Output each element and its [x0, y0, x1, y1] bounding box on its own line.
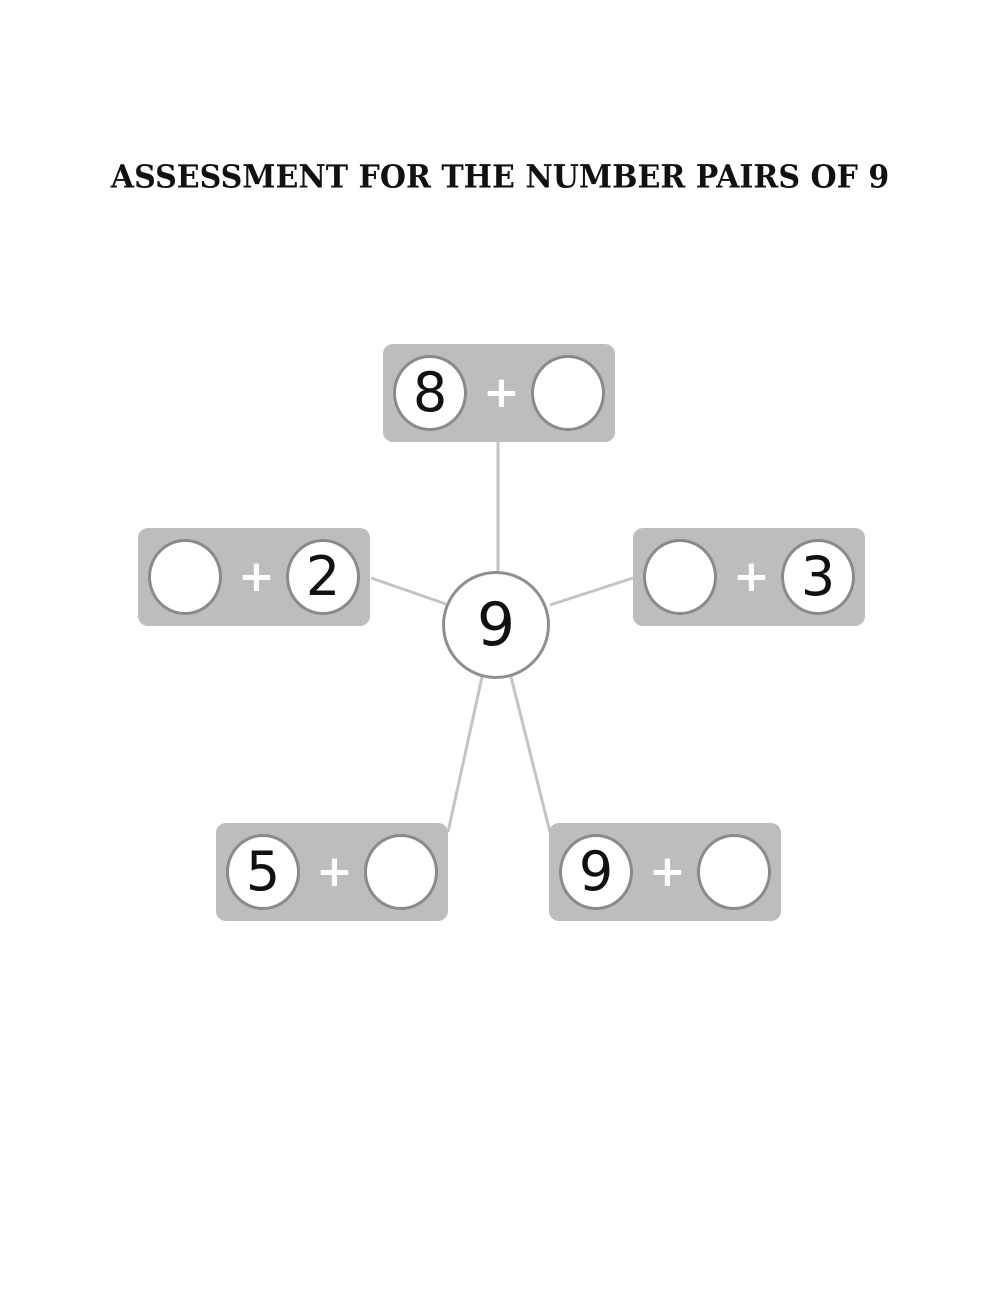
- plus-sign: +: [733, 551, 770, 602]
- plus-sign: +: [483, 367, 520, 418]
- connector-bottom-left: [446, 676, 484, 833]
- plus-sign: +: [649, 846, 686, 897]
- worksheet-title: Assessment for the number pairs of 9: [110, 159, 890, 196]
- answer-circle[interactable]: [148, 539, 222, 615]
- addend-circle-given: 9: [559, 834, 633, 910]
- pair-box-right: + 3: [633, 528, 865, 626]
- addend-circle-given: 8: [393, 355, 467, 431]
- addend-circle-given: 2: [286, 539, 360, 615]
- plus-sign: +: [238, 551, 275, 602]
- answer-circle[interactable]: [643, 539, 717, 615]
- answer-circle[interactable]: [364, 834, 438, 910]
- connector-left: [370, 576, 447, 606]
- addend-circle-given: 5: [226, 834, 300, 910]
- plus-sign: +: [316, 846, 353, 897]
- connector-right: [549, 576, 634, 607]
- pair-box-left: + 2: [138, 528, 370, 626]
- answer-circle[interactable]: [697, 834, 771, 910]
- pair-box-bottom-right: 9 +: [549, 823, 781, 921]
- pair-box-top: 8 +: [383, 344, 615, 442]
- addend-circle-given: 3: [781, 539, 855, 615]
- pair-box-bottom-left: 5 +: [216, 823, 448, 921]
- connector-bottom-right: [509, 676, 552, 833]
- answer-circle[interactable]: [531, 355, 605, 431]
- center-number-circle: 9: [442, 571, 550, 679]
